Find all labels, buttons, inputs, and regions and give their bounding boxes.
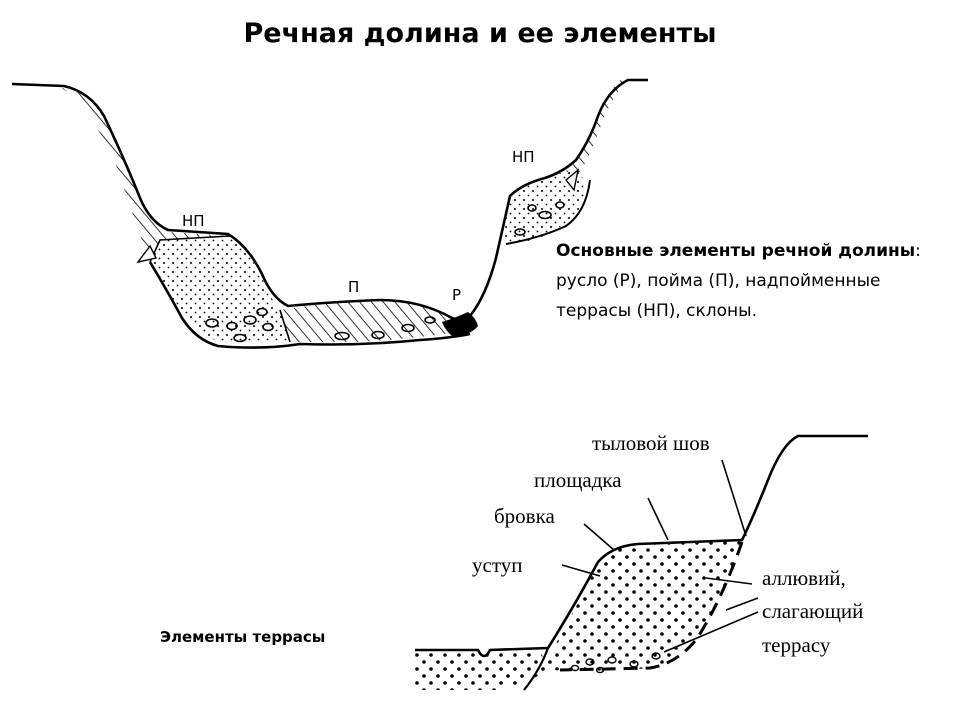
label-np-left: НП — [182, 212, 205, 230]
valley-cross-section: НП НП П Р — [11, 78, 648, 349]
slide-title: Речная долина и ее элементы — [243, 18, 717, 49]
floodplain-terrace-contact — [279, 309, 291, 343]
valley-bottom-line — [148, 261, 471, 349]
label-back-seam: тыловой шов — [592, 431, 710, 455]
right-terrace-alluvium — [504, 172, 585, 244]
label-alluvium-line2: слагающий — [762, 599, 863, 623]
left-terrace-alluvium — [150, 236, 290, 344]
lower-scarp-line — [523, 647, 550, 691]
label-floodplain: П — [348, 278, 359, 296]
label-edge: бровка — [494, 504, 555, 528]
label-scarp: уступ — [472, 553, 522, 577]
description-text: русло (Р), пойма (П), надпойменные терра… — [556, 271, 881, 321]
terrace-elements-title: Элементы террасы — [160, 628, 326, 646]
label-platform: площадка — [534, 468, 622, 492]
description-heading: Основные элементы речной долины — [556, 241, 916, 261]
lower-alluvium-body — [415, 650, 548, 690]
right-slope-arrow — [565, 168, 580, 192]
terrace-profile-line — [415, 434, 868, 658]
right-terrace-base-line — [505, 179, 591, 245]
terrace-diagram: тыловой шов площадка бровка уступ аллюви… — [415, 431, 868, 691]
alluvium-base-dashed — [559, 541, 744, 672]
label-channel: Р — [452, 286, 461, 304]
valley-surface-line — [11, 78, 648, 321]
leader-lines — [561, 459, 759, 653]
pebbles — [205, 201, 565, 343]
label-alluvium-line1: аллювий, — [762, 566, 846, 590]
valley-description: Основные элементы речной долины: русло (… — [556, 236, 946, 326]
floodplain — [280, 300, 458, 342]
label-alluvium-line3: террасу — [762, 633, 831, 657]
left-slope-arrow — [136, 244, 158, 264]
description-colon: : — [915, 241, 921, 261]
terrace-alluvium-body — [548, 540, 742, 671]
left-slope-bedrock — [62, 88, 230, 262]
label-np-right: НП — [512, 148, 535, 166]
